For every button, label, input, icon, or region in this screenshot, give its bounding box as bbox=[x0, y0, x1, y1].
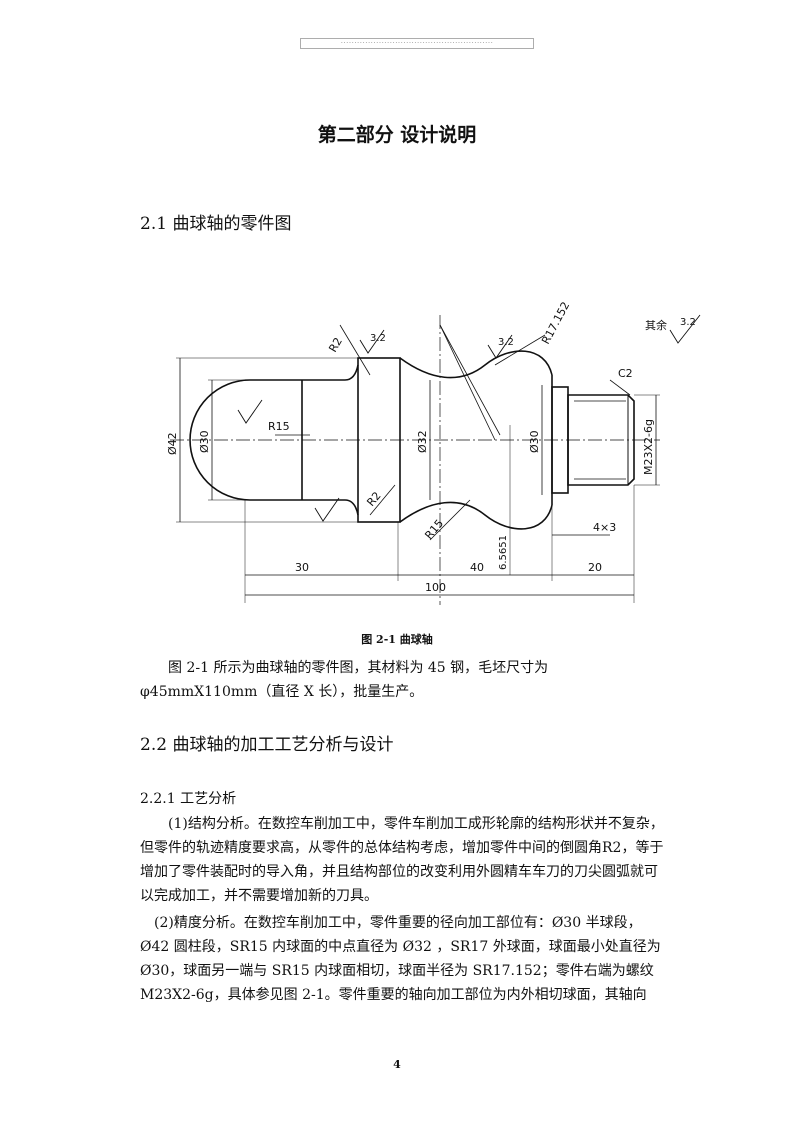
paragraph-structure-analysis: (1)结构分析。在数控车削加工中，零件车削加工成形轮廓的结构形状并不复杂，但零件… bbox=[140, 816, 664, 904]
dim-groove: 4×3 bbox=[593, 521, 616, 534]
paragraph-precision-analysis: (2)精度分析。在数控车削加工中，零件重要的径向加工部位有：Ø30 半球段，Ø4… bbox=[140, 915, 661, 1003]
dim-len100: 100 bbox=[425, 581, 446, 594]
roughness-value-1: 3.2 bbox=[370, 333, 386, 344]
dim-thread: M23X2-6g bbox=[642, 419, 655, 475]
dim-len30: 30 bbox=[295, 561, 309, 574]
dim-d30-left: Ø30 bbox=[198, 430, 211, 453]
dim-r15-top: R15 bbox=[268, 420, 290, 433]
dim-r2-bottom: R2 bbox=[364, 489, 383, 509]
dim-d32: Ø32 bbox=[416, 430, 429, 453]
header-text: ········································… bbox=[340, 39, 494, 47]
page-number: 4 bbox=[393, 1058, 401, 1071]
hemisphere-outline bbox=[189, 379, 302, 501]
roughness-value-2: 3.2 bbox=[498, 337, 514, 348]
roughness-other-label: 其余 bbox=[645, 318, 667, 332]
part-drawing: 其余 3.2 3.2 3.2 Ø42 Ø30 Ø32 Ø30 M23X2-6g … bbox=[166, 300, 701, 605]
roughness-value: 3.2 bbox=[680, 317, 696, 328]
section-heading-2-2-1: 2.2.1 工艺分析 bbox=[140, 791, 237, 807]
section-heading-2-2: 2.2 曲球轴的加工工艺分析与设计 bbox=[140, 735, 394, 755]
dim-len40: 40 bbox=[470, 561, 484, 574]
dim-d42: Ø42 bbox=[166, 432, 179, 455]
section-heading-2-1: 2.1 曲球轴的零件图 bbox=[140, 214, 292, 234]
paragraph-intro: 图 2-1 所示为曲球轴的零件图，其材料为 45 钢，毛坯尺寸为φ45mmX11… bbox=[140, 660, 549, 700]
dim-r2-top: R2 bbox=[326, 335, 345, 354]
dim-r17: R17.152 bbox=[539, 300, 572, 347]
page-title: 第二部分 设计说明 bbox=[317, 124, 477, 146]
dim-r15-bottom: R15 bbox=[422, 517, 446, 542]
figure-caption: 图 2-1 曲球轴 bbox=[361, 633, 433, 646]
dim-d30-right: Ø30 bbox=[528, 430, 541, 453]
dim-c2: C2 bbox=[618, 367, 633, 380]
sphere-profile-bottom bbox=[399, 501, 553, 530]
dim-len20: 20 bbox=[588, 561, 602, 574]
page-header: ········································… bbox=[300, 38, 534, 49]
sphere-profile-top bbox=[399, 350, 553, 379]
dim-len-small: 6.5651 bbox=[498, 535, 509, 570]
